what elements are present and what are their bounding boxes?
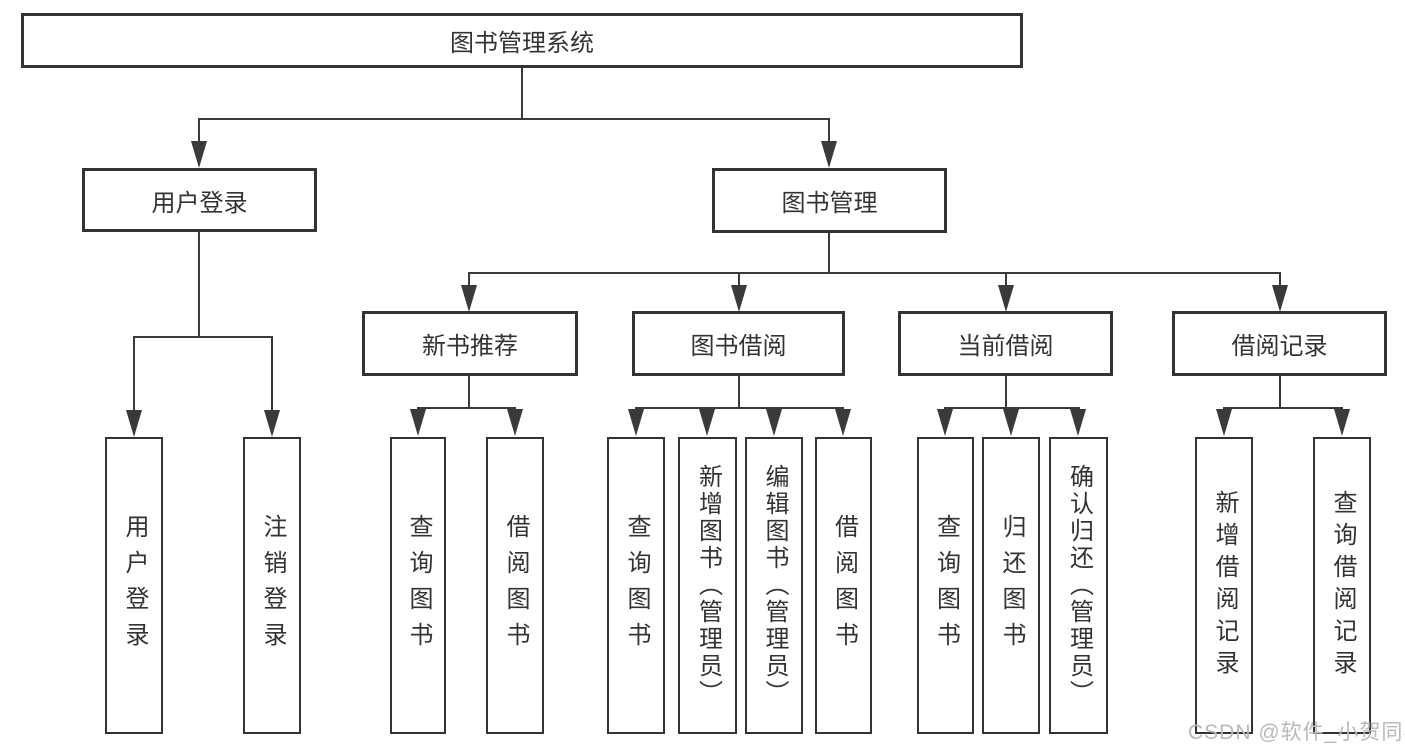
node-user-login: 用户登录	[82, 168, 317, 232]
connector-newbook-drop	[468, 272, 470, 287]
connector-bookborrow-branch	[635, 407, 844, 409]
arrow-to-cb-return	[1003, 409, 1019, 436]
arrow-to-leaf-login	[126, 410, 142, 437]
arrow-to-bb-query	[628, 409, 644, 436]
connector-userlogin-stem	[198, 232, 200, 336]
connector-current-branch	[944, 407, 1080, 409]
arrow-to-br-query	[1334, 409, 1350, 436]
arrow-to-cb-query	[937, 409, 953, 436]
leaf-cb-confirm-return-admin: 确认归还（管理员）	[1049, 437, 1108, 734]
arrow-to-borrow-record	[1272, 285, 1288, 312]
connector-logout-drop	[271, 336, 273, 414]
connector-bookborrow-stem	[738, 376, 740, 407]
connector-record-stem	[1279, 376, 1281, 407]
arrow-to-nb-query	[410, 409, 426, 436]
arrow-to-user-login	[191, 141, 207, 168]
connector-root-stem	[521, 68, 523, 118]
connector-bookmgmt-drop	[828, 118, 830, 148]
arrow-to-br-add	[1216, 409, 1232, 436]
leaf-bb-add-book-admin: 新增图书（管理员）	[678, 437, 737, 734]
connector-newbook-branch	[417, 407, 516, 409]
arrow-to-bb-edit	[766, 409, 782, 436]
arrow-to-new-book	[461, 285, 477, 312]
connector-current-stem	[1005, 376, 1007, 407]
leaf-br-query-record: 查询借阅记录	[1313, 437, 1371, 734]
node-current-borrow: 当前借阅	[898, 311, 1113, 376]
connector-bookmgmt-stem	[828, 233, 830, 272]
arrow-to-book-mgmt	[821, 141, 837, 168]
node-root: 图书管理系统	[21, 13, 1023, 68]
arrow-to-current-borrow	[998, 285, 1014, 312]
leaf-nb-borrow-book: 借阅图书	[486, 437, 544, 734]
node-borrow-record: 借阅记录	[1172, 311, 1387, 376]
connector-newbook-stem	[468, 376, 470, 407]
connector-record-branch	[1223, 407, 1343, 409]
node-book-borrow: 图书借阅	[632, 311, 845, 376]
leaf-cb-return-book: 归还图书	[982, 437, 1040, 734]
arrow-to-cb-confirm	[1070, 409, 1086, 436]
arrow-to-book-borrow	[731, 285, 747, 312]
connector-userlogin-drop	[198, 118, 200, 148]
leaf-user-login: 用户登录	[105, 437, 163, 734]
leaf-bb-edit-book-admin: 编辑图书（管理员）	[745, 437, 803, 734]
node-new-book: 新书推荐	[362, 311, 578, 376]
connector-level3-branch	[468, 272, 1281, 274]
arrow-to-bb-add	[699, 409, 715, 436]
node-book-mgmt: 图书管理	[712, 168, 947, 233]
connector-userlogin-branch	[133, 336, 273, 338]
connector-record-drop	[1279, 272, 1281, 287]
leaf-cb-query-book: 查询图书	[917, 437, 974, 734]
arrow-to-leaf-logout	[264, 410, 280, 437]
leaf-logout: 注销登录	[243, 437, 301, 734]
leaf-bb-borrow-book: 借阅图书	[815, 437, 872, 734]
leaf-br-add-record: 新增借阅记录	[1195, 437, 1253, 734]
leaf-nb-query-book: 查询图书	[390, 437, 446, 734]
connector-login-drop	[133, 336, 135, 414]
connector-current-drop	[1005, 272, 1007, 287]
arrow-to-bb-borrow	[835, 409, 851, 436]
arrow-to-nb-borrow	[507, 409, 523, 436]
csdn-watermark: CSDN @软件_小贺同学	[1188, 721, 1405, 744]
connector-borrow-drop	[738, 272, 740, 287]
connector-level2-branch	[198, 118, 830, 120]
leaf-bb-query-book: 查询图书	[607, 437, 665, 734]
